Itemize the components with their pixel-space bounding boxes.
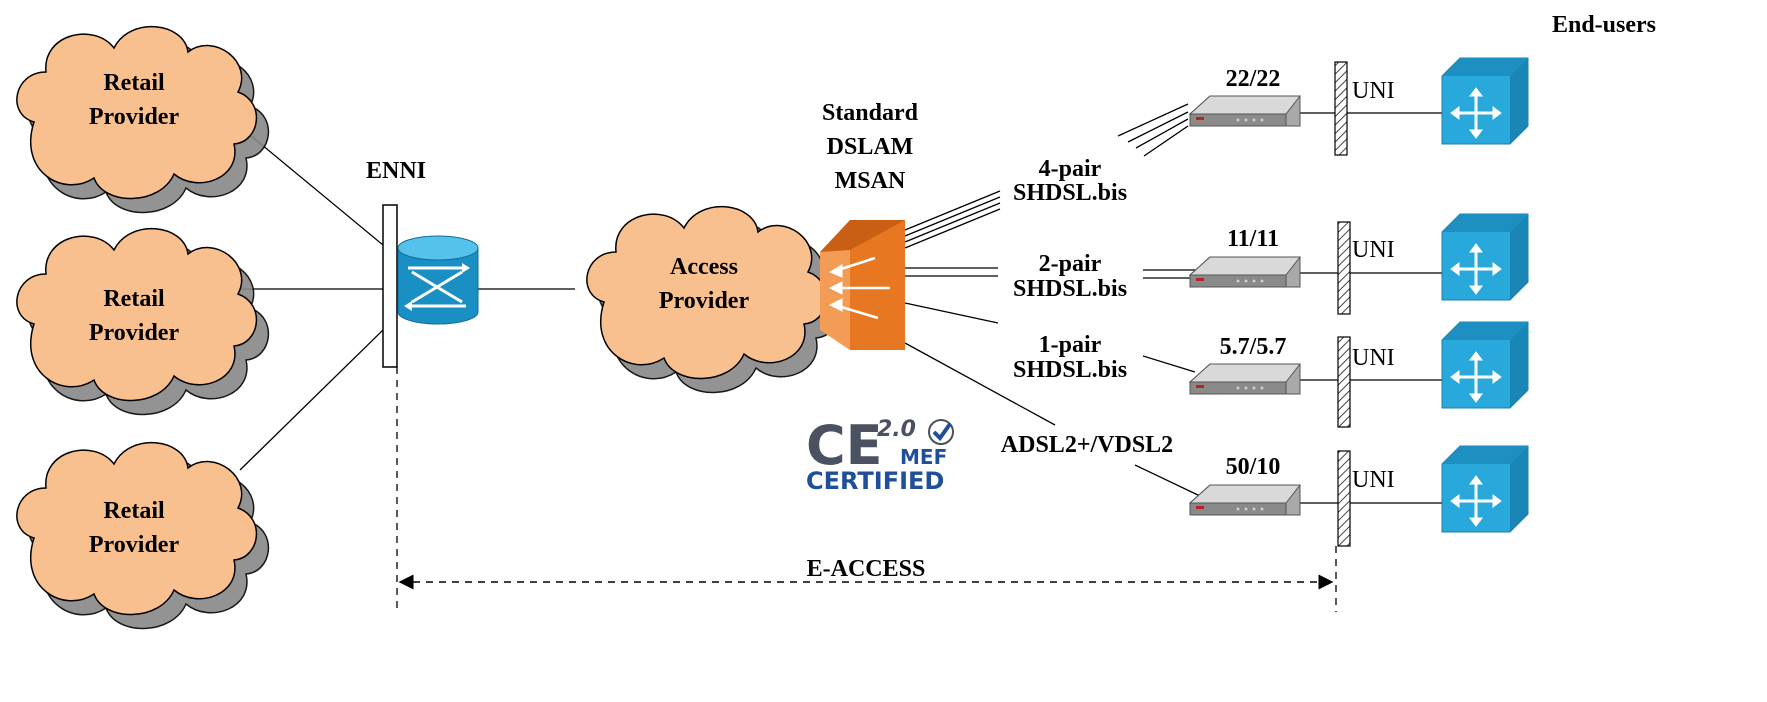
- rate-label-3: 5.7/5.7: [1220, 334, 1287, 360]
- link-4pair-label-a: 4-pair: [1039, 156, 1102, 182]
- link-4pair-label-b: SHDSL.bis: [1013, 180, 1127, 206]
- uni-label-1: UNI: [1352, 78, 1395, 104]
- retail-provider-label-1b: Provider: [89, 104, 180, 130]
- access-provider-label-b: Provider: [659, 288, 750, 314]
- link-1pair-label-b: SHDSL.bis: [1013, 357, 1127, 383]
- links: [239, 103, 1450, 504]
- uni-interface-bar-2: [1337, 221, 1351, 315]
- uni-label-2: UNI: [1352, 237, 1395, 263]
- access-provider-label-a: Access: [670, 254, 738, 280]
- link-2pair-label-a: 2-pair: [1039, 251, 1102, 277]
- uni-interface-bar-4: [1337, 450, 1351, 547]
- uni-label-4: UNI: [1352, 467, 1395, 493]
- retail-provider-cloud-1: Retail Provider: [16, 25, 270, 214]
- modem-icon-4: [1189, 484, 1301, 516]
- retail-provider-label-1a: Retail: [103, 70, 165, 96]
- uni-interface-bar-3: [1337, 336, 1351, 428]
- dslam-label-a: Standard: [822, 100, 919, 126]
- end-user-switch-icon-4: [1440, 444, 1530, 534]
- logo-ce-text: CE: [806, 414, 883, 477]
- enni-interface-bar: [382, 204, 398, 368]
- uni-label-3: UNI: [1352, 345, 1395, 371]
- e-access-label: E-ACCESS: [807, 556, 926, 582]
- rate-label-2: 11/11: [1227, 226, 1279, 252]
- retail-provider-label-3a: Retail: [103, 498, 165, 524]
- retail-provider-cloud-3: Retail Provider: [16, 441, 270, 630]
- enni-label: ENNI: [366, 158, 426, 184]
- modem-icon-2: [1189, 256, 1301, 288]
- end-user-switch-icon-2: [1440, 212, 1530, 302]
- dslam-icon: [820, 220, 905, 350]
- rate-label-4: 50/10: [1226, 454, 1281, 480]
- link-adsl-label: ADSL2+/VDSL2: [1001, 432, 1173, 458]
- end-user-switch-icon-1: [1440, 56, 1530, 146]
- logo-check-icon: [928, 419, 954, 445]
- retail-provider-label-3b: Provider: [89, 532, 180, 558]
- retail-provider-cloud-2: Retail Provider: [16, 227, 270, 416]
- retail-provider-label-2b: Provider: [89, 320, 180, 346]
- access-provider-cloud: Access Provider: [586, 205, 840, 394]
- link-1pair-label-a: 1-pair: [1039, 332, 1102, 358]
- logo-certified-text: CERTIFIED: [806, 467, 944, 495]
- modem-icon-1: [1189, 95, 1301, 127]
- retail-provider-label-2a: Retail: [103, 286, 165, 312]
- link-retail3-enni: [239, 329, 384, 471]
- mef-ce2-certified-logo: CE 2.0 MEF CERTIFIED: [806, 414, 954, 495]
- end-user-switch-icon-3: [1440, 320, 1530, 410]
- end-users-label: End-users: [1552, 12, 1656, 38]
- logo-mef-text: MEF: [900, 445, 947, 469]
- rate-label-1: 22/22: [1226, 66, 1281, 92]
- dslam-label-c: MSAN: [835, 168, 906, 194]
- dslam-label-b: DSLAM: [827, 134, 914, 160]
- link-retail1-enni: [249, 134, 384, 246]
- router-icon: [397, 235, 479, 325]
- link-2pair-label-b: SHDSL.bis: [1013, 276, 1127, 302]
- logo-version-text: 2.0: [877, 417, 916, 442]
- uni-interface-bar-1: [1334, 61, 1348, 156]
- modem-icon-3: [1189, 363, 1301, 395]
